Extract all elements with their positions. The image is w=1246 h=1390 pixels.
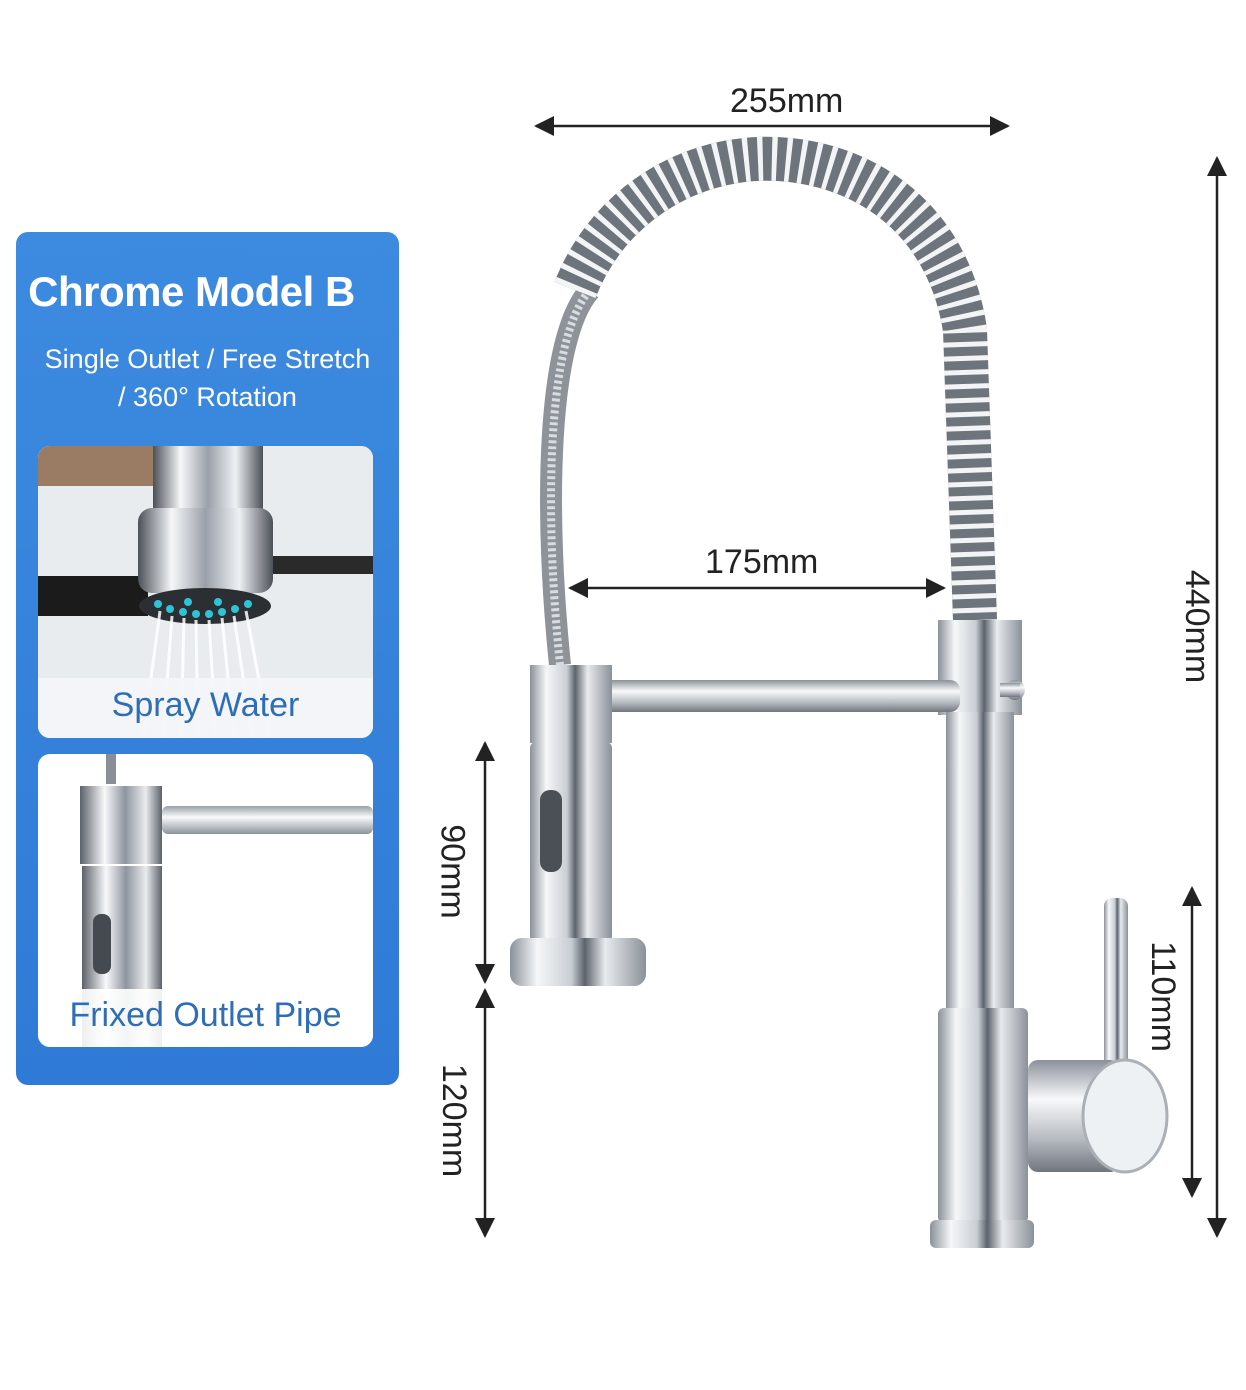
feature-label-outlet: Frixed Outlet Pipe [69,996,342,1034]
dim-label-base-height: 120mm [435,1063,474,1178]
feature-card-spray: Spray Water [38,446,373,738]
handle-lever [1104,898,1128,1088]
spray-head-icon [38,446,373,738]
dim-label-total-height: 440mm [1178,569,1217,684]
sprayer-base [510,938,646,986]
sprayer-top [530,665,612,743]
dim-label-sprayer-height: 90mm [433,824,472,919]
subtitle-line-1: Single Outlet / Free Stretch [44,344,371,374]
dim-label-handle-height: 110mm [1143,941,1182,1052]
product-title: Chrome Model B [28,268,355,315]
dim-label-width-top: 255mm [730,82,844,120]
product-subtitle: Single Outlet / Free Stretch / 360° Rota… [20,340,395,416]
feature-card-outlet: Frixed Outlet Pipe [38,754,373,1047]
feature-label-spray: Spray Water [111,686,300,724]
handle-cap [1081,1058,1169,1174]
dim-label-spout-reach: 175mm [705,543,819,581]
side-arm [600,680,960,712]
outlet-pipe-icon [38,754,373,1047]
subtitle-line-2: / 360° Rotation [118,382,297,412]
